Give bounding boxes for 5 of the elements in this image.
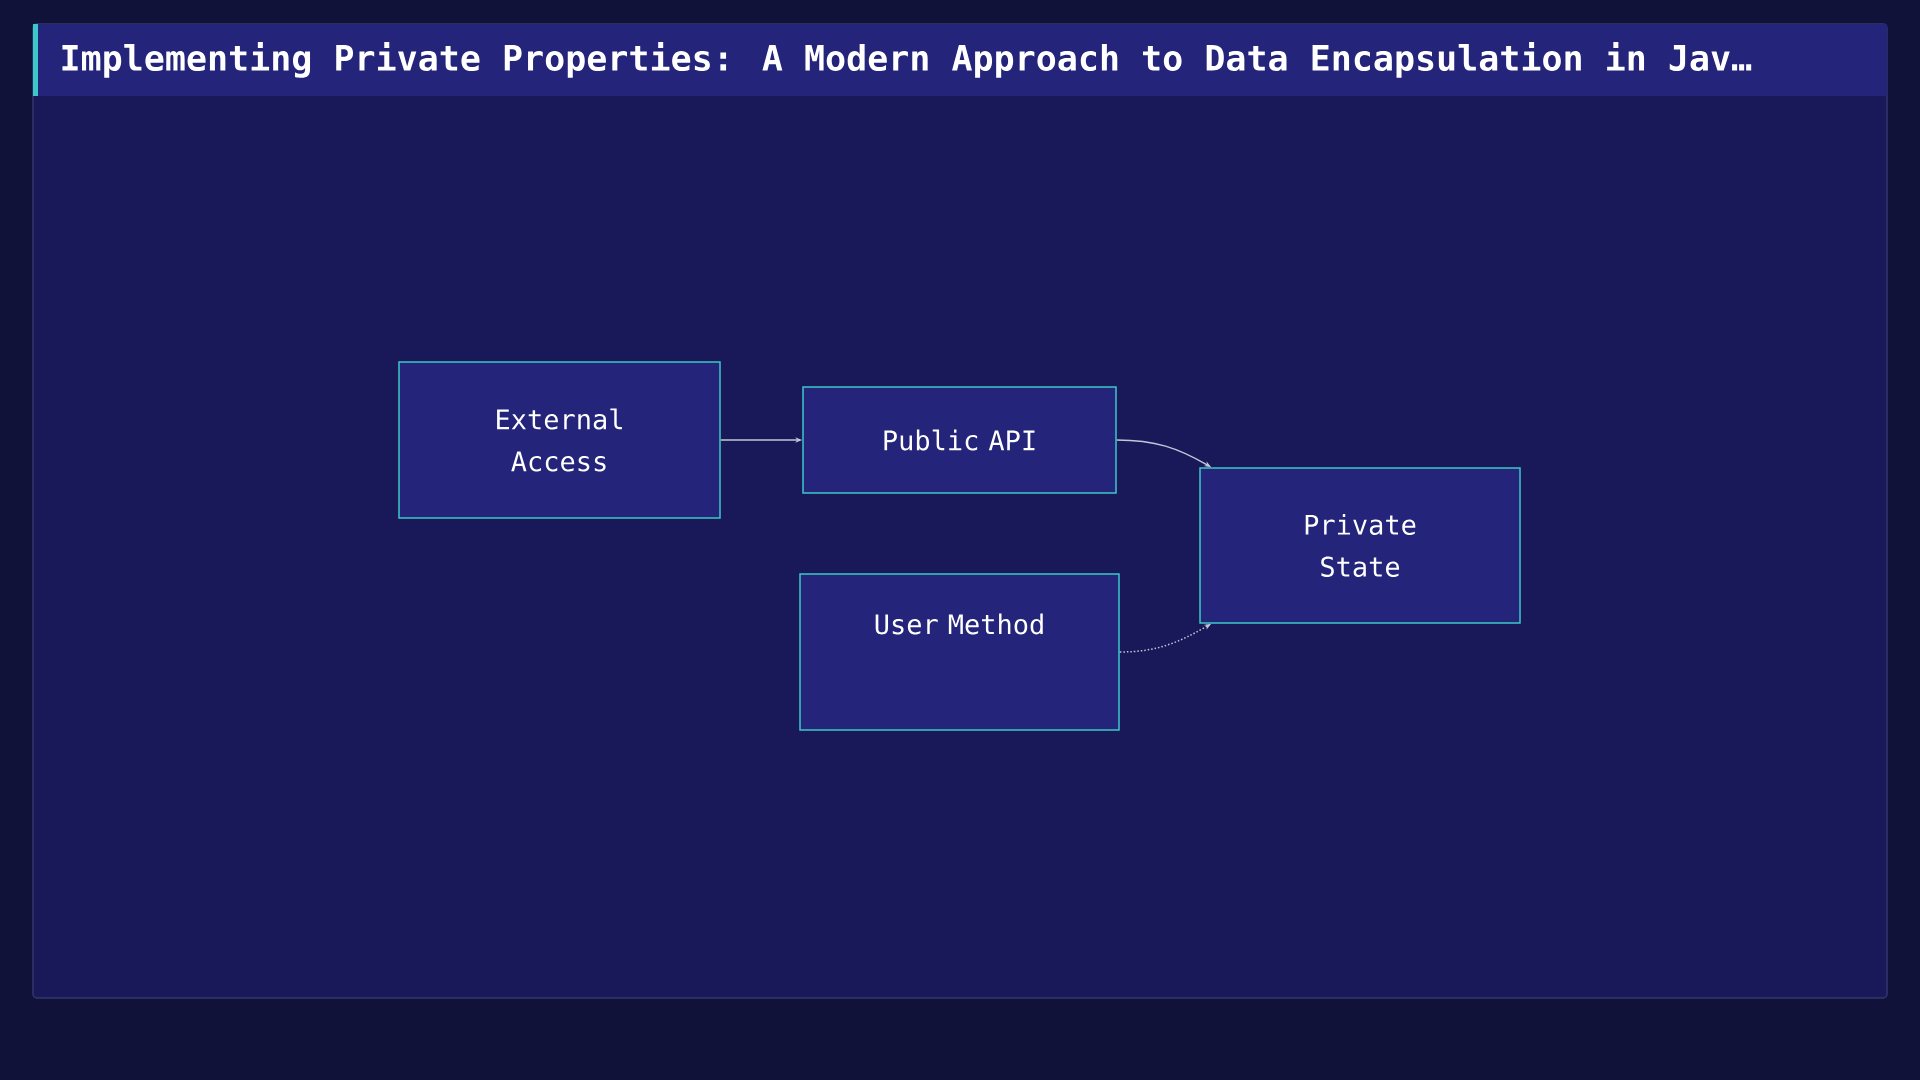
process-box: User Method xyxy=(799,573,1120,731)
process-box: External Access xyxy=(398,361,721,519)
process-box: Private State xyxy=(1199,467,1521,624)
title-bar: Implementing Private Properties: A Modern Approach to Data Encapsulation in Jav… xyxy=(33,24,1887,96)
process-box: Public API xyxy=(802,386,1117,494)
